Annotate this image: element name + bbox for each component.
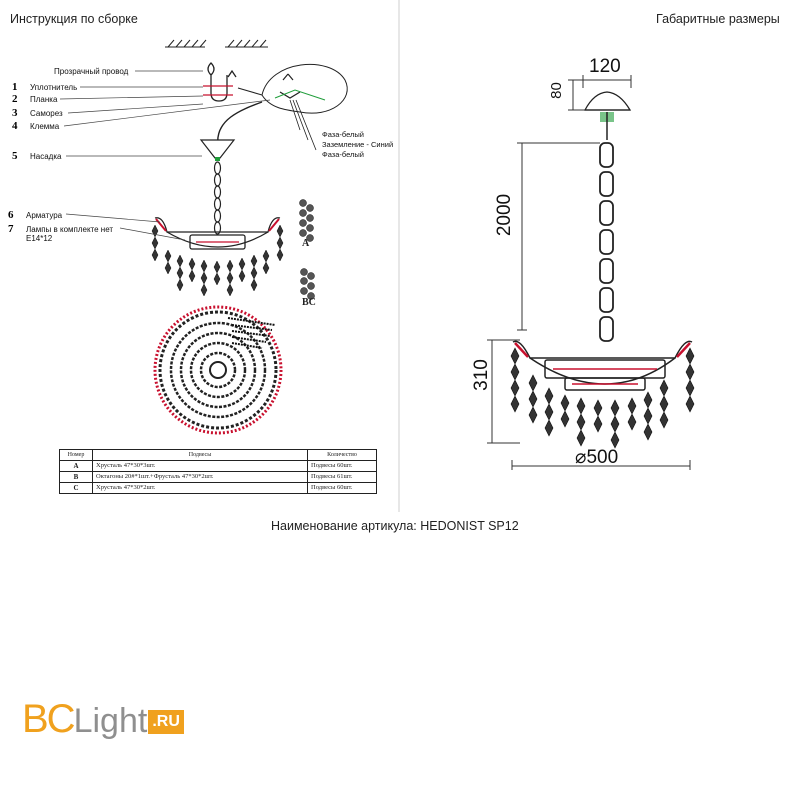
logo-ru: .RU	[148, 710, 184, 734]
table-cell-desc: Октагоны 20#*1шт.+Фрусталь 47*30*2шт.	[92, 471, 308, 483]
dim-canopy	[583, 91, 632, 111]
table-cell-desc: Хрусталь 47*30*2шт.	[92, 482, 308, 494]
wire-phase-top: Фаза-белый	[322, 130, 364, 139]
table-cell-qty: Подвесы 60шт.	[307, 482, 377, 494]
table-cell-qty: Подвесы 60шт.	[307, 460, 377, 472]
logo-bc: BC	[22, 697, 76, 741]
canopy-green-mark	[215, 157, 220, 161]
callout-num-7: 7	[8, 223, 14, 235]
dim-chain-length: 2000	[494, 193, 516, 237]
table-cell-code: A	[59, 460, 93, 472]
article-name: Наименование артикула: HEDONIST SP12	[271, 519, 519, 533]
callout-bracket: Планка	[30, 95, 58, 104]
bclight-logo[interactable]: BCLight.RU	[22, 697, 184, 742]
cable	[217, 101, 263, 146]
table-cell-code: B	[59, 471, 93, 483]
table-row: B Октагоны 20#*1шт.+Фрусталь 47*30*2шт. …	[59, 471, 377, 483]
callout-num-5: 5	[12, 150, 18, 162]
ceiling-hatch	[165, 39, 268, 48]
table-header-number: Номер	[59, 449, 93, 461]
top-view	[153, 305, 283, 435]
dim-diameter: ⌀500	[575, 447, 619, 468]
callout-terminal: Клемма	[30, 122, 60, 131]
dim-canopy-height: 80	[547, 82, 565, 99]
table-header-pendants: Подвесы	[92, 449, 308, 461]
callout-nozzle: Насадка	[30, 152, 62, 161]
detail-bc-label: BC	[302, 297, 316, 308]
canopy	[199, 139, 236, 159]
wire-ground: Заземление - Синий	[322, 140, 394, 149]
assembly-frame	[154, 217, 281, 250]
assembly-instructions-title: Инструкция по сборке	[10, 12, 138, 26]
callout-no-lamps: Лампы в комплекте нет	[26, 225, 114, 234]
assembly-chain	[213, 161, 222, 235]
wire-phase-bottom: Фаза-белый	[322, 150, 364, 159]
callout-seal: Уплотнитель	[30, 83, 78, 92]
table-cell-desc: Хрусталь 47*30*3шт.	[92, 460, 308, 472]
callout-num-2: 2	[12, 93, 18, 105]
callout-leaders	[59, 70, 271, 241]
wire-leaders	[289, 99, 317, 151]
table-row: A Хрусталь 47*30*3шт. Подвесы 60шт.	[59, 460, 377, 472]
detail-a-label: A	[302, 238, 310, 249]
detail-a-crystals	[299, 199, 314, 242]
callout-clear-wire: Прозрачный провод	[54, 67, 129, 76]
dim-chain	[599, 142, 614, 342]
callout-num-6: 6	[8, 209, 14, 221]
table-row: C Хрусталь 47*30*2шт. Подвесы 60шт.	[59, 482, 377, 494]
callout-screw: Саморез	[30, 109, 63, 118]
table-header-quantity: Количество	[307, 449, 377, 461]
callout-num-1: 1	[12, 81, 18, 93]
hook-bracket	[203, 62, 237, 102]
dim-canopy-width: 120	[589, 56, 621, 77]
dimensions-title: Габаритные размеры	[656, 12, 780, 26]
table-header-row: Номер Подвесы Количество	[59, 449, 377, 461]
dim-frame	[512, 340, 693, 391]
table-cell-qty: Подвесы 61шт.	[307, 471, 377, 483]
detail-bc-crystals	[300, 268, 315, 300]
dim-lines	[487, 75, 691, 470]
dim-body-height: 310	[470, 359, 492, 391]
callout-num-4: 4	[12, 120, 18, 132]
callout-num-3: 3	[12, 107, 18, 119]
lamp-spec: E14*12	[26, 234, 53, 243]
table-cell-code: C	[59, 482, 93, 494]
callout-frame: Арматура	[26, 211, 63, 220]
dim-crystals	[510, 347, 695, 449]
logo-light: Light	[73, 702, 148, 740]
wiring-detail-bubble	[237, 63, 348, 114]
parts-table: Номер Подвесы Количество A Хрусталь 47*3…	[59, 449, 377, 494]
